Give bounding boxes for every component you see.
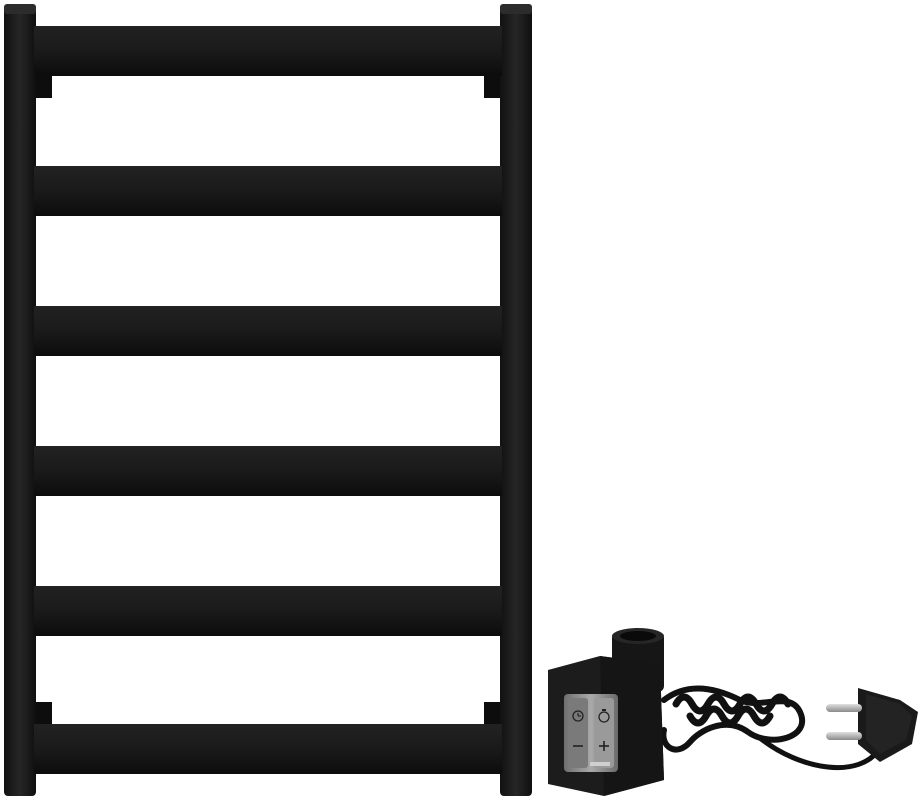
- coiled-cable: [660, 685, 883, 770]
- bracket-bottom-left: [36, 702, 52, 724]
- right-rail-cap: [500, 4, 532, 14]
- plug-pin-top: [826, 704, 862, 712]
- power-plug: [826, 688, 918, 762]
- plug-pin-bottom: [826, 732, 862, 740]
- bracket-top-left: [36, 76, 52, 98]
- bracket-bottom-right: [484, 702, 500, 724]
- bar-2: [34, 166, 502, 216]
- heater-controller: [548, 628, 664, 796]
- bracket-top-right: [484, 76, 500, 98]
- brand-logo: [590, 762, 610, 766]
- bar-4: [34, 446, 502, 496]
- left-rail: [4, 4, 36, 796]
- horizontal-bars: [34, 26, 502, 774]
- bar-1: [34, 26, 502, 76]
- bar-5: [34, 586, 502, 636]
- right-rail: [500, 4, 532, 796]
- timer-icon: [598, 709, 610, 723]
- bar-3: [34, 306, 502, 356]
- clock-icon: [572, 710, 584, 722]
- left-rail-cap: [4, 4, 36, 14]
- plus-icon: [599, 741, 609, 751]
- bar-6: [34, 724, 502, 774]
